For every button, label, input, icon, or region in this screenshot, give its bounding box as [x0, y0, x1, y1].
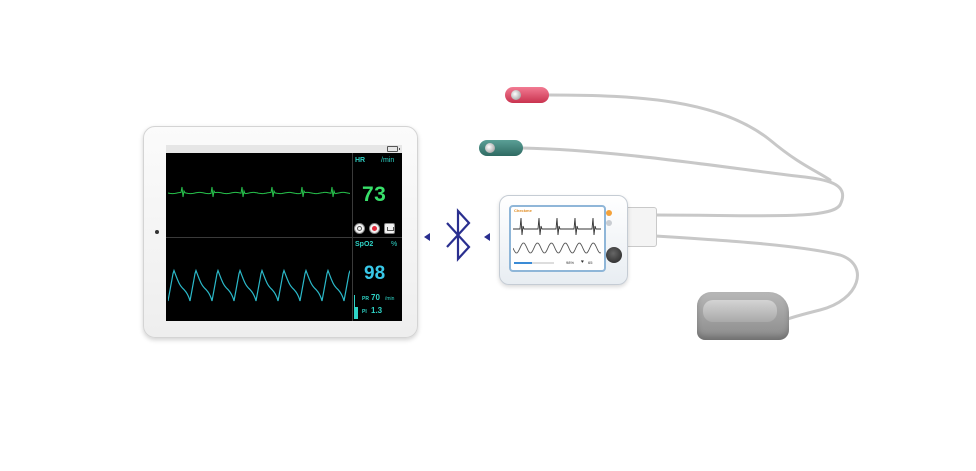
handheld-monitor: Checkme 98% ♥ 65	[499, 195, 628, 285]
pleth-waveform	[168, 268, 350, 302]
device-button[interactable]	[606, 220, 612, 226]
device-hr-reading: 65	[588, 260, 593, 265]
pi-label: PI	[362, 309, 367, 315]
heart-icon: ♥	[581, 259, 584, 265]
device-battery-bar	[514, 262, 554, 264]
green-lead-cable	[520, 146, 844, 218]
green-ecg-electrode	[479, 140, 523, 156]
device-spo2-reading: 98%	[566, 260, 575, 265]
device-knob[interactable]	[606, 247, 622, 263]
red-lead-cable	[546, 93, 832, 182]
pr-value: 70	[371, 293, 380, 302]
bluetooth-icon	[424, 208, 490, 262]
save-icon[interactable]	[384, 223, 395, 234]
device-battery-fill	[514, 262, 532, 264]
hr-label: HR	[355, 157, 366, 164]
ecg-waveform	[168, 186, 350, 198]
electrode-snap-icon	[485, 143, 495, 153]
finger-oximeter-sensor	[697, 292, 789, 340]
spo2-label: SpO2	[355, 241, 374, 248]
tablet: HR /min 73 SpO2 % 98 PR 70 /min PI 1.3	[143, 126, 418, 338]
cable-connector	[625, 207, 657, 247]
device-waveform	[513, 217, 601, 254]
red-ecg-electrode	[505, 87, 549, 103]
status-bar	[166, 145, 402, 153]
tablet-camera	[155, 230, 159, 234]
device-button[interactable]	[606, 210, 612, 216]
electrode-snap-icon	[511, 90, 521, 100]
settings-icon[interactable]	[354, 223, 365, 234]
signal-arrow-left-icon	[424, 233, 430, 241]
hr-unit: /min	[381, 157, 395, 164]
battery-icon	[387, 146, 400, 152]
finger-sensor-clip	[703, 300, 777, 322]
pr-unit: /min	[385, 296, 395, 302]
monitor-app-screen: HR /min 73 SpO2 % 98 PR 70 /min PI 1.3	[166, 145, 402, 321]
hr-value: 73	[362, 183, 387, 206]
record-icon[interactable]	[369, 223, 380, 234]
oximeter-cable	[653, 234, 859, 322]
pr-label: PR	[362, 296, 369, 302]
device-brand: Checkme	[514, 208, 532, 213]
pi-value: 1.3	[371, 306, 383, 315]
perfusion-bar	[354, 295, 358, 319]
signal-arrow-right-icon	[484, 233, 490, 241]
panel-divider	[166, 237, 402, 238]
device-screen: Checkme 98% ♥ 65	[509, 205, 606, 272]
spo2-value: 98	[364, 263, 386, 284]
spo2-unit: %	[391, 241, 398, 248]
